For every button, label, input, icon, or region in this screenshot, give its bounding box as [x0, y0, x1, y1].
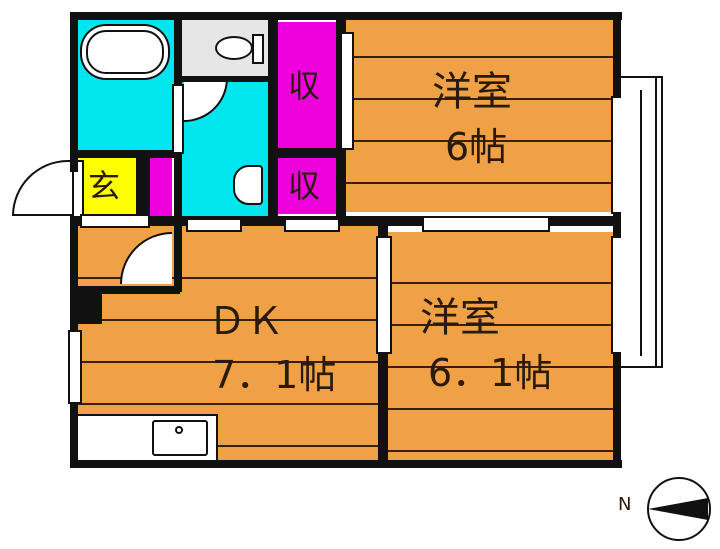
western-room-1-floor [345, 16, 613, 212]
storage-closet-2 [278, 158, 336, 214]
sliding-door-rooms[interactable] [422, 216, 550, 232]
washroom-door[interactable] [186, 218, 242, 232]
room1-size: 6帖 [445, 125, 508, 169]
wall-hall-right [174, 226, 182, 292]
entrance [78, 158, 136, 216]
sliding-door-dk[interactable] [376, 236, 392, 354]
toilet-bowl-icon [215, 36, 253, 60]
pillar [70, 294, 102, 324]
dk-size: 7．1帖 [212, 353, 337, 397]
wall-storage-mid [278, 148, 342, 158]
bath-door[interactable] [172, 84, 184, 154]
wall-bath-bottom [78, 150, 178, 158]
wall-top [70, 12, 622, 20]
room2-size: 6．1帖 [428, 351, 553, 395]
room2-name: 洋室 [420, 295, 500, 341]
entrance-closet [150, 158, 172, 216]
storage-2-door[interactable] [284, 218, 340, 232]
storage-closet-1 [278, 22, 336, 148]
wall-bottom [70, 460, 622, 468]
wall-toilet-bottom [182, 76, 272, 82]
balcony-rail [640, 90, 642, 356]
dk-name: ＤＫ [208, 299, 285, 343]
entrance-label: 玄 [88, 167, 121, 205]
compass-north-label: N [618, 494, 632, 515]
wall-mid-horizontal [78, 216, 622, 226]
bathtub-icon [86, 30, 164, 74]
compass-icon [646, 476, 712, 542]
wall-hall-bottom [78, 286, 180, 294]
wall-wash-right [268, 18, 278, 220]
window-room1-left[interactable] [340, 32, 354, 150]
room1-name: 洋室 [432, 69, 512, 115]
western-room-2-floor [388, 232, 614, 460]
wall-left-upper [70, 12, 78, 172]
balcony-rail-outer [655, 76, 657, 368]
wash-basin-icon [233, 165, 263, 205]
toilet-tank-icon [252, 34, 264, 64]
storage-closet-2-label: 収 [288, 167, 321, 205]
window-dk-left[interactable] [68, 330, 82, 404]
entrance-door-swing[interactable] [12, 160, 72, 216]
wall-entrance-right [136, 158, 150, 216]
entrance-step [80, 214, 150, 228]
storage-closet-1-label: 収 [288, 67, 321, 105]
sink-drain-icon [175, 426, 183, 434]
